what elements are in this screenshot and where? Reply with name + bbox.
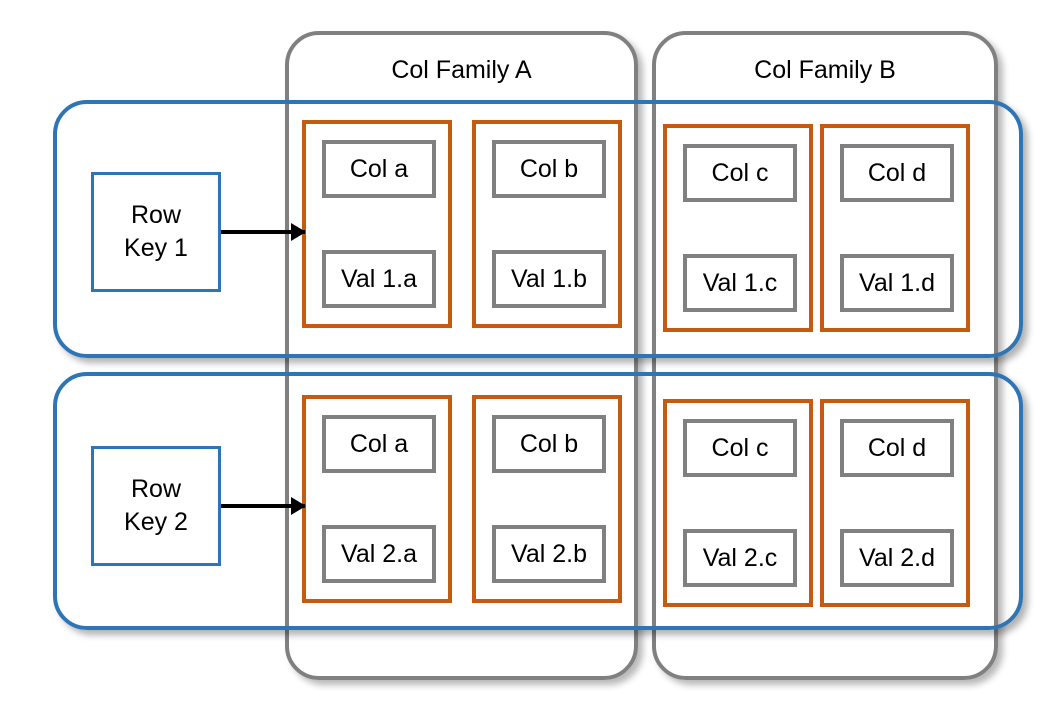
row-key-arrow-1 (221, 230, 305, 234)
cell-value-box: Val 2.d (840, 529, 954, 587)
cell-value: Val 1.d (859, 268, 935, 297)
cell-value-box: Val 1.d (840, 254, 954, 312)
cell-column-name: Col a (349, 154, 409, 183)
row-key-line2: Key 2 (124, 508, 188, 536)
cell-value: Val 1.c (702, 268, 778, 297)
cell-row1-col-d[interactable]: Col d Val 1.d (820, 124, 970, 332)
cell-column-name-box: Col d (840, 419, 954, 477)
cell-column-name-box: Col d (840, 144, 954, 202)
cell-row2-col-a[interactable]: Col a Val 2.a (302, 395, 452, 603)
row-key-arrow-2 (221, 504, 305, 508)
row-key-line1: Row (130, 201, 181, 229)
col-family-title-a: Col Family A (391, 56, 532, 84)
row-container-2[interactable] (53, 372, 1023, 630)
cell-column-name: Col b (519, 154, 579, 183)
cell-row1-col-b[interactable]: Col b Val 1.b (472, 120, 622, 328)
cell-value-box: Val 1.c (683, 254, 797, 312)
cell-value: Val 2.a (341, 539, 417, 568)
cell-row1-col-a[interactable]: Col a Val 1.a (302, 120, 452, 328)
col-family-title-b: Col Family B (754, 56, 896, 84)
cell-row2-col-c[interactable]: Col c Val 2.c (663, 399, 813, 607)
cell-column-name: Col d (867, 433, 927, 462)
cell-value: Val 2.d (859, 543, 935, 572)
cell-value: Val 1.b (511, 264, 587, 293)
cell-value-box: Val 1.a (322, 250, 436, 308)
cell-value-box: Val 2.c (683, 529, 797, 587)
cell-column-name-box: Col c (683, 144, 797, 202)
cell-value-box: Val 1.b (492, 250, 606, 308)
row-key-line1: Row (130, 475, 181, 503)
cell-column-name: Col d (867, 158, 927, 187)
cell-column-name: Col c (711, 158, 769, 187)
cell-column-name-box: Col b (492, 415, 606, 473)
cell-value-box: Val 2.a (322, 525, 436, 583)
cell-column-name-box: Col c (683, 419, 797, 477)
row-key-line2: Key 1 (124, 234, 188, 262)
cell-value: Val 2.b (511, 539, 587, 568)
cell-column-name: Col c (711, 433, 769, 462)
cell-row2-col-d[interactable]: Col d Val 2.d (820, 399, 970, 607)
cell-column-name-box: Col a (322, 140, 436, 198)
cell-value: Val 2.c (702, 543, 778, 572)
cell-value-box: Val 2.b (492, 525, 606, 583)
row-key-box-1[interactable]: Row Key 1 (91, 172, 221, 292)
cell-column-name-box: Col b (492, 140, 606, 198)
cell-row1-col-c[interactable]: Col c Val 1.c (663, 124, 813, 332)
cell-column-name-box: Col a (322, 415, 436, 473)
cell-value: Val 1.a (341, 264, 417, 293)
row-container-1[interactable] (53, 100, 1023, 358)
cell-column-name: Col a (349, 429, 409, 458)
cell-row2-col-b[interactable]: Col b Val 2.b (472, 395, 622, 603)
cell-column-name: Col b (519, 429, 579, 458)
row-key-box-2[interactable]: Row Key 2 (91, 446, 221, 566)
